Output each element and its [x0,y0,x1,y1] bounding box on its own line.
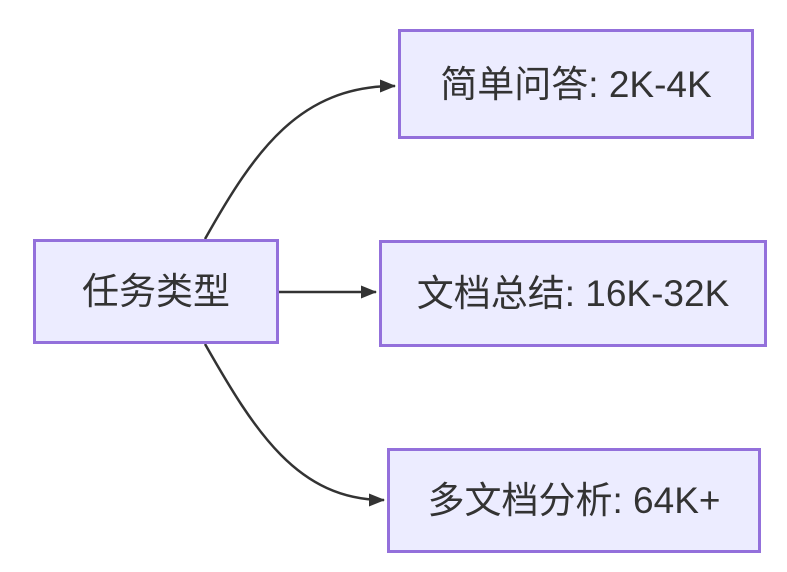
node-simple-qa: 简单问答: 2K-4K [398,29,754,139]
node-doc-summary: 文档总结: 16K-32K [379,240,767,347]
node-task-type: 任务类型 [33,239,279,344]
node-multi-doc: 多文档分析: 64K+ [387,448,761,553]
edge-to-simple-qa [203,79,396,240]
node-label: 任务类型 [82,271,230,312]
edge-to-multi-doc [203,343,385,507]
node-label: 简单问答: 2K-4K [440,63,712,105]
node-label: 多文档分析: 64K+ [427,480,721,521]
node-label: 文档总结: 16K-32K [416,273,730,314]
